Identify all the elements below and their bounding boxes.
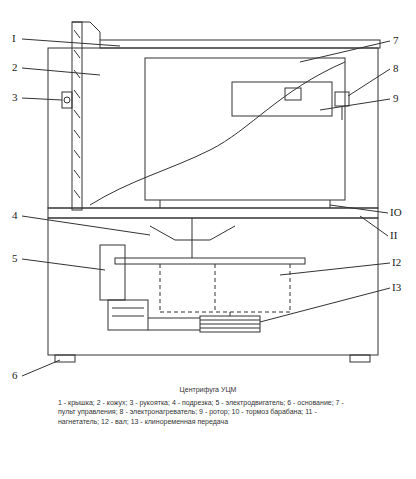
figure-title: Центрифуга УЦМ: [0, 386, 416, 393]
callout-number: I: [12, 33, 16, 44]
callout-number: 5: [12, 253, 18, 264]
callout-number: II: [390, 230, 397, 241]
callout-number: 7: [393, 35, 399, 46]
callout-number: IO: [390, 207, 402, 218]
callout-number: 8: [393, 63, 399, 74]
callout-number: 6: [12, 370, 18, 381]
figure-caption: 1 - крышка; 2 - кожух; 3 - рукоятка; 4 -…: [58, 398, 358, 426]
callout-number: 9: [393, 93, 399, 104]
callout-number: 3: [12, 92, 18, 103]
callout-number: 2: [12, 62, 18, 73]
callout-number: 4: [12, 210, 18, 221]
callout-number: I2: [392, 257, 401, 268]
callout-number: I3: [392, 282, 401, 293]
